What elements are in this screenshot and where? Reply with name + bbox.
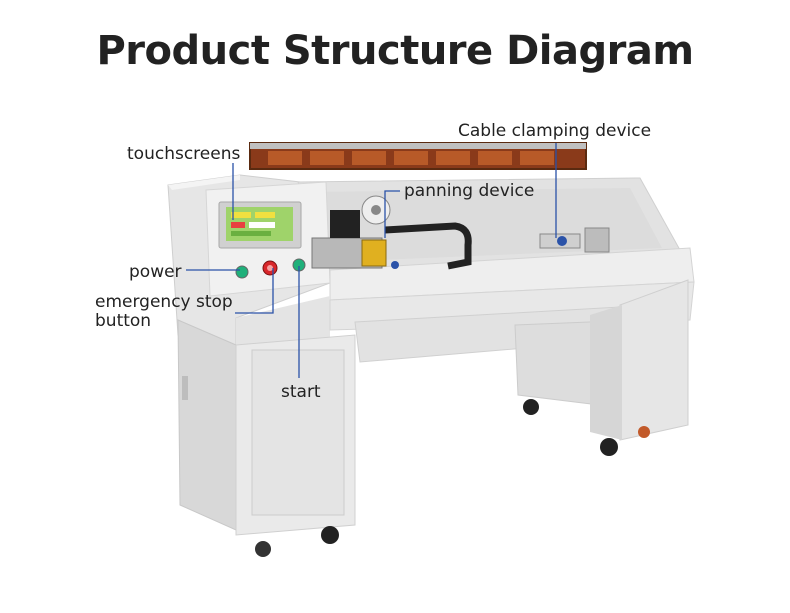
leader-lines (186, 143, 557, 378)
left-cabinet (177, 319, 356, 536)
top-window (249, 142, 587, 170)
panning-mechanism (311, 195, 472, 270)
leader-emergency (235, 268, 274, 314)
cable-clamp-mechanism (539, 227, 610, 253)
label-cable-clamping-device: Cable clamping device (458, 121, 652, 141)
leader-panning (384, 190, 400, 238)
label-power: power (129, 262, 182, 282)
label-emergency-stop-line1: emergency stop (95, 292, 233, 312)
label-emergency-stop-line2: button (95, 311, 152, 331)
diagram-title: Product Structure Diagram (96, 28, 694, 74)
control-buttons (235, 258, 306, 279)
right-cabinet (514, 279, 689, 441)
touchscreen-unit (218, 201, 302, 249)
label-panning-device: panning device (404, 181, 535, 201)
label-start: start (281, 382, 321, 402)
label-touchscreens: touchscreens (127, 144, 241, 164)
caster-wheels (255, 399, 650, 557)
